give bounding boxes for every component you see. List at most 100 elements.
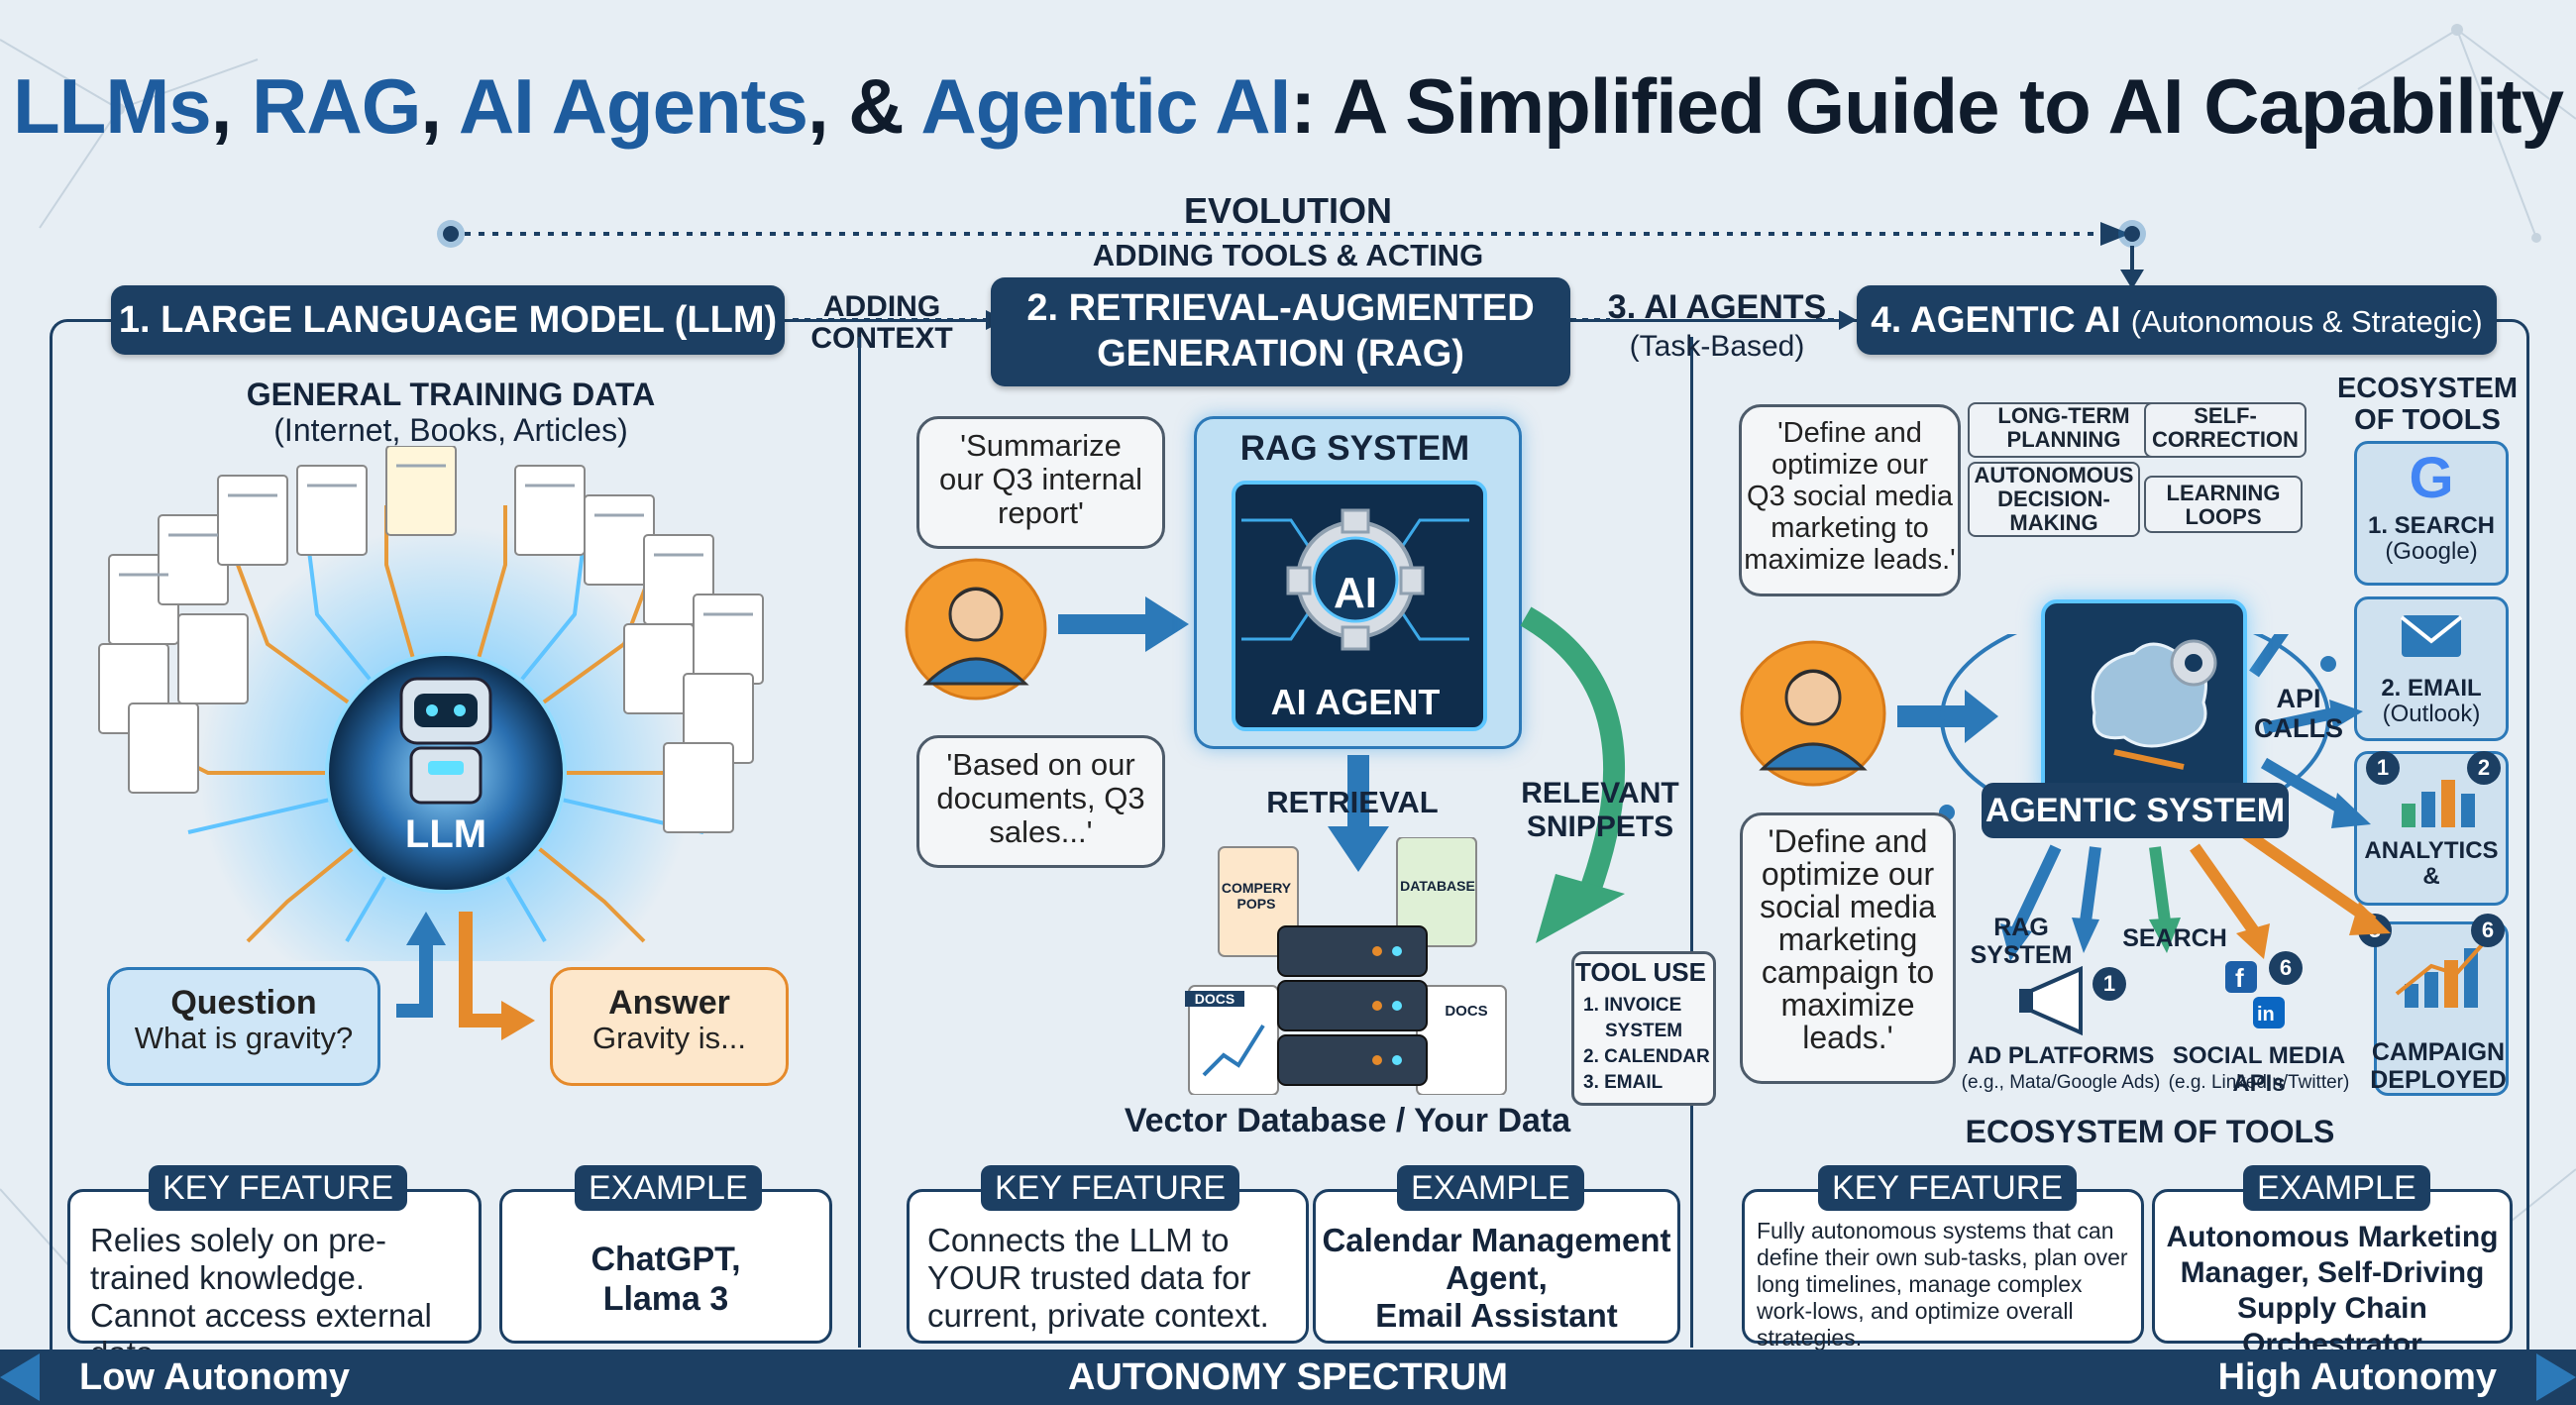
agentic-goal-bubble-1: 'Define and optimize our Q3 social media… [1739, 404, 1961, 596]
tool-email-sub: (Outlook) [2382, 701, 2481, 727]
ad-platforms-label: AD PLATFORMS [1967, 1042, 2155, 1069]
doc-database-label: DATABASE [1400, 878, 1475, 894]
header-rag-line-1: 2. RETRIEVAL-AUGMENTED [1026, 287, 1535, 329]
header-agentic-ai: 4. AGENTIC AI (Autonomous & Strategic) [1857, 285, 2497, 355]
llm-example-text: ChatGPT, Llama 3 [502, 1192, 829, 1319]
autonomy-spectrum-bar: Low Autonomy AUTONOMY SPECTRUM High Auto… [0, 1350, 2576, 1405]
title-sep-3: , & [806, 62, 921, 150]
api-calls-label: API CALLS [2239, 684, 2358, 743]
agentic-key-feature-tag: KEY FEATURE [1818, 1165, 2078, 1211]
vector-database-caption: Vector Database / Your Data [1124, 1102, 1571, 1139]
ecosystem-title-line-1: ECOSYSTEM [2336, 373, 2519, 404]
header-agentic-title: 4. AGENTIC AI [1871, 299, 2121, 340]
high-autonomy-label: High Autonomy [2217, 1356, 2497, 1398]
question-text: What is gravity? [134, 1021, 354, 1055]
search-target-label: SEARCH [2122, 924, 2227, 952]
ai-chip-label: AI [1334, 569, 1377, 617]
tool-card-email: 2. EMAIL (Outlook) [2354, 596, 2509, 741]
tool-use-item-1: 1. INVOICE [1583, 995, 1682, 1016]
badge-social-6: 6 [2269, 951, 2303, 985]
cap-autonomous-decision: AUTONOMOUS DECISION-MAKING [1968, 462, 2140, 537]
llm-example-tag: EXAMPLE [575, 1165, 762, 1211]
rag-system-target-label: RAG SYSTEM [1967, 914, 2076, 969]
google-icon: G [2409, 446, 2454, 510]
rag-response-line-2: documents, Q3 [936, 781, 1145, 815]
doc-company-pops: COMPERY POPS [1215, 880, 1298, 912]
rag-query-bubble: 'Summarize our Q3 internal report' [916, 416, 1165, 549]
ai-agent-label: AI AGENT [1270, 682, 1441, 722]
agentic-example-text: Autonomous Marketing Manager, Self-Drivi… [2155, 1192, 2510, 1362]
rag-example-line-1: Calendar Management [1322, 1222, 1671, 1258]
agentic-key-feature-box: Fully autonomous systems that can define… [1742, 1189, 2144, 1351]
tool-use-box [1571, 951, 1716, 1106]
llm-key-feature-box: Relies solely on pre-trained knowledge. … [67, 1189, 482, 1371]
social-media-apis-label: SOCIAL MEDIA APIs [2172, 1042, 2346, 1097]
agentic-brain-chip [2041, 599, 2247, 806]
llm-flow-arrows [396, 912, 535, 1040]
title-rest: : A Simplified Guide to AI Capability [1290, 62, 2564, 150]
email-icon [2400, 615, 2463, 657]
social-media-apis-sub: (e.g. LinkedIn/Twitter) [2168, 1072, 2350, 1093]
page-title: LLMs, RAG, AI Agents, & Agentic AI: A Si… [0, 61, 2576, 152]
retrieval-label: RETRIEVAL [1266, 785, 1439, 819]
title-rag: RAG [252, 62, 421, 150]
rag-flow-arrows [1328, 606, 1626, 943]
adding-context-line-1: ADDING [822, 290, 941, 323]
tool-analytics-sub: & [2422, 863, 2440, 890]
rag-user-avatar [905, 558, 1047, 701]
agentic-system-label: AGENTIC SYSTEM [1982, 783, 2289, 838]
evolution-label: EVOLUTION [1183, 190, 1392, 231]
social-icons: f in [2225, 961, 2285, 1028]
rag-response-bubble: 'Based on our documents, Q3 sales...' [916, 735, 1165, 868]
ecosystem-bottom-label: ECOSYSTEM OF TOOLS [1965, 1114, 2335, 1149]
title-llms: LLMs [13, 62, 212, 150]
training-data-subtitle: (Internet, Books, Articles) [273, 412, 628, 448]
ad-platforms-sub: (e.g., Mata/Google Ads) [1961, 1072, 2161, 1093]
svg-text:f: f [2235, 963, 2244, 993]
goal2-line-5: campaign to [1761, 954, 1935, 990]
answer-text: Gravity is... [591, 1021, 746, 1055]
tool-analytics-label: ANALYTICS [2364, 837, 2499, 864]
adding-context-label: ADDING CONTEXT [793, 291, 971, 355]
header-rag-line-2: GENERATION (RAG) [1097, 333, 1464, 375]
rag-response-line-1: 'Based on our [946, 747, 1135, 782]
llm-key-feature-tag: KEY FEATURE [149, 1165, 408, 1211]
goal2-line-7: leads.' [1802, 1020, 1893, 1055]
agentic-example-line-2: Manager, Self-Driving [2180, 1256, 2485, 1289]
rag-example-box: Calendar Management Agent, Email Assista… [1313, 1189, 1680, 1344]
rag-key-feature-tag: KEY FEATURE [981, 1165, 1240, 1211]
tool-email-label: 2. EMAIL [2381, 675, 2482, 702]
title-ai-agents: AI Agents [458, 62, 808, 150]
svg-text:in: in [2257, 1004, 2275, 1026]
llm-core-label: LLM [404, 812, 487, 856]
cap-learning-loops: LEARNING LOOPS [2144, 476, 2303, 533]
goal1-line-5: maximize leads.' [1744, 544, 1956, 576]
api-calls-line-1: API [2276, 684, 2321, 713]
agentic-key-feature-text: Fully autonomous systems that can define… [1757, 1218, 2128, 1351]
brain-gear-icon [2091, 639, 2217, 770]
tool-use-item-1b: SYSTEM [1605, 1021, 1683, 1041]
goal1-line-3: Q3 social media [1747, 481, 1953, 512]
header-ai-agents: 3. AI AGENTS (Task-Based) [1603, 287, 1831, 367]
rag-example-line-3: Email Assistant [1375, 1297, 1618, 1334]
rag-key-feature-box: Connects the LLM to YOUR trusted data fo… [907, 1189, 1309, 1344]
badge-analytics-3: 2 [2467, 751, 2501, 785]
adding-tools-label: ADDING TOOLS & ACTING [1092, 238, 1484, 272]
rag-query-line-1: 'Summarize [960, 428, 1122, 463]
badge-ad-1: 1 [2093, 967, 2126, 1001]
tool-card-search: G 1. SEARCH (Google) [2354, 441, 2509, 586]
goal2-line-1: 'Define and [1768, 823, 1928, 859]
agentic-goal-bubble-2: 'Define and optimize our social media ma… [1740, 812, 1956, 1084]
autonomy-spectrum-label: AUTONOMY SPECTRUM [1067, 1356, 1509, 1398]
rag-system-title: RAG SYSTEM [1239, 429, 1470, 468]
tool-use-list: 1. INVOICE SYSTEM 2. CALENDAR 3. EMAIL [1583, 993, 1710, 1096]
goal2-line-4: marketing [1777, 921, 1918, 957]
llm-neural-illustration [98, 446, 764, 961]
api-calls-line-2: CALLS [2254, 713, 2343, 743]
doc-company-line-1: COMPERY [1221, 880, 1292, 896]
doc-company-line-2: POPS [1236, 896, 1276, 912]
training-data-title: GENERAL TRAINING DATA [246, 377, 656, 412]
goal1-line-1: 'Define and [1777, 417, 1922, 449]
badge-campaign-6: 6 [2471, 914, 2505, 947]
question-bubble: Question What is gravity? [107, 967, 380, 1086]
